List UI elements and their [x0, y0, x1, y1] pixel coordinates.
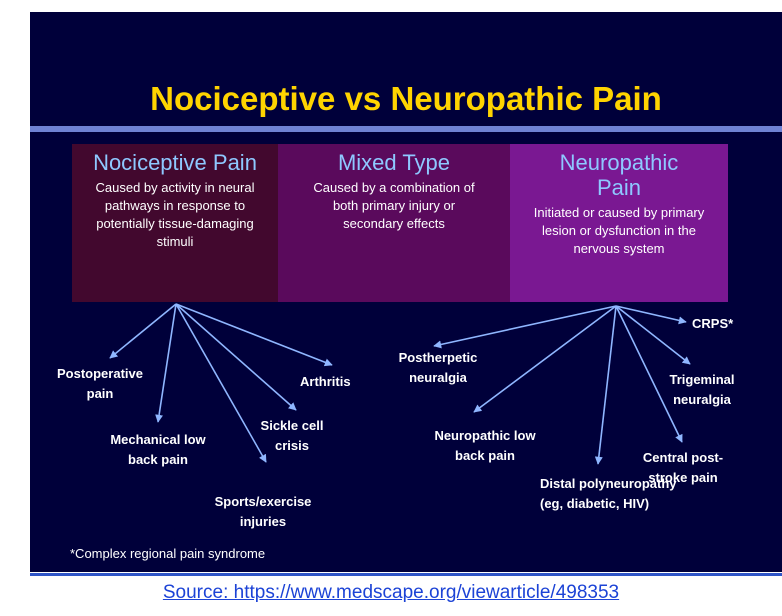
arrow-to-arthritis [175, 303, 333, 367]
slide-title: Nociceptive vs Neuropathic Pain [150, 80, 662, 117]
nociceptive-description: Caused by activity in neural pathways in… [95, 180, 255, 249]
trigeminal-neuralgia-label: Trigeminal neuralgia [669, 372, 735, 407]
central-post-stroke-pain-label: Central post-stroke pain [642, 450, 724, 485]
mixed-type-heading: Mixed Type [337, 150, 451, 175]
arrow-to-trigeminal [615, 305, 691, 365]
neuropathic-description: Initiated or caused by primary lesion or… [533, 205, 705, 256]
postherpetic-neuralgia-label: Postherpetic neuralgia [398, 350, 478, 385]
arrow-to-sports [175, 303, 267, 463]
arrow-layer [109, 303, 691, 465]
arrow-to-mechanical [155, 303, 177, 423]
arrow-to-neuropathic-low-back [473, 305, 617, 413]
arrow-to-central-post-stroke [615, 305, 683, 443]
title-divider [30, 126, 782, 132]
sports-exercise-injuries-label: Sports/exercise injuries [214, 494, 312, 529]
sickle-cell-crisis-label: Sickle cell crisis [260, 418, 324, 453]
postoperative-pain-label: Postoperative pain [57, 366, 143, 401]
arrow-to-postherpetic [433, 305, 617, 349]
bottom-divider [30, 573, 782, 576]
arrow-to-postoperative [109, 303, 177, 359]
arrow-to-distal [594, 305, 617, 465]
mixed-type-box: Mixed Type Caused by a combination of bo… [278, 144, 510, 302]
neuropathic-low-back-pain-label: Neuropathic low back pain [434, 428, 536, 463]
arrow-to-crps [615, 305, 687, 325]
arthritis-label: Arthritis [300, 374, 351, 389]
source-link[interactable]: Source: https://www.medscape.org/viewart… [162, 582, 620, 603]
distal-polyneuropathy-label: Distal polyneuropathy (eg, diabetic, HIV… [540, 476, 677, 511]
neuropathic-heading: Neuropathic Pain [559, 150, 679, 200]
footnote: *Complex regional pain syndrome [70, 546, 266, 561]
nociceptive-box: Nociceptive Pain Caused by activity in n… [72, 144, 278, 302]
neuropathic-box: Neuropathic Pain Initiated or caused by … [510, 144, 728, 302]
mechanical-low-back-pain-label: Mechanical low back pain [110, 432, 206, 467]
crps-label: CRPS* [692, 316, 734, 331]
slide: Nociceptive vs Neuropathic Pain Nocicept… [30, 12, 782, 572]
mixed-type-description: Caused by a combination of both primary … [313, 180, 475, 231]
arrow-to-sickle-cell [175, 303, 297, 411]
nociceptive-heading: Nociceptive Pain [93, 150, 257, 175]
